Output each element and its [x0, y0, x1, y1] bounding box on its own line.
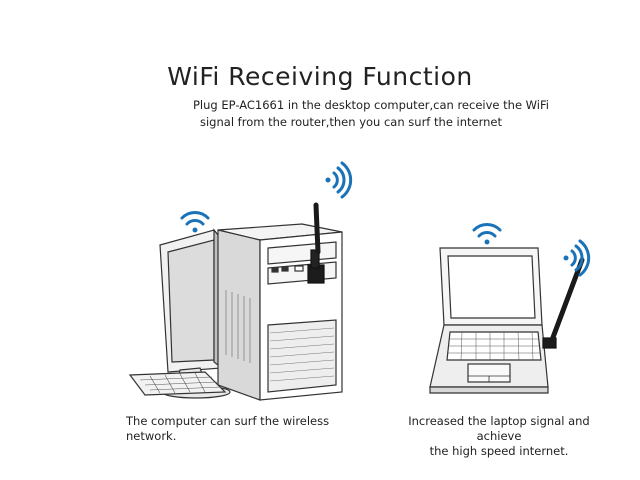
- wifi-icon: [180, 211, 210, 233]
- desktop-caption: The computer can surf the wireless netwo…: [126, 414, 330, 443]
- wifi-signal-icon: [563, 239, 591, 277]
- desktop-wifi-adapter: [307, 202, 325, 284]
- laptop-setup: [429, 247, 585, 394]
- wifi-signal-icon: [325, 161, 353, 199]
- desktop-tower: [217, 223, 343, 401]
- laptop-caption: Increased the laptop signal and achieve …: [388, 414, 610, 459]
- keyboard: [128, 371, 227, 396]
- laptop-caption-line-1: Increased the laptop signal and achieve: [408, 414, 590, 443]
- wifi-icon: [472, 223, 502, 245]
- subtitle-line-1: Plug EP-AC1661 in the desktop computer,c…: [193, 98, 549, 112]
- desktop-setup: [128, 202, 343, 401]
- subtitle-line-2: signal from the router,then you can surf…: [200, 115, 503, 129]
- page-title: WiFi Receiving Function: [167, 62, 473, 91]
- page-subtitle: Plug EP-AC1661 in the desktop computer,c…: [193, 97, 553, 131]
- laptop-caption-line-2: the high speed internet.: [429, 444, 569, 458]
